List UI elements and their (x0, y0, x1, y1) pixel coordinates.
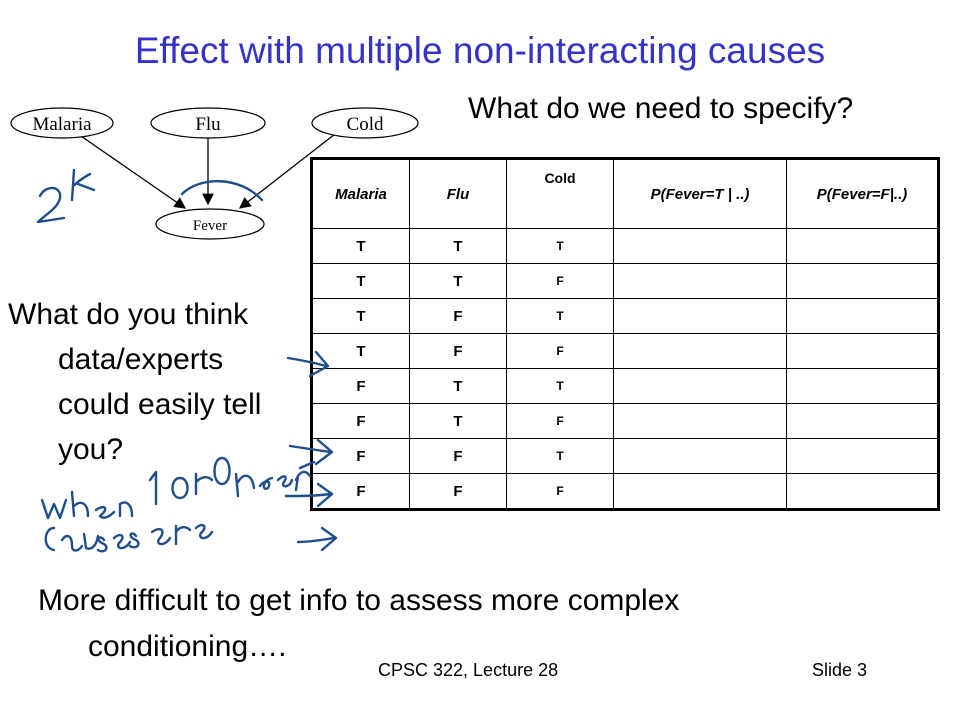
table-cell: F (409, 473, 507, 510)
ink-scribble (150, 523, 214, 546)
table-cell: T (506, 228, 614, 264)
table-row: T F T (311, 298, 939, 334)
table-row: F T F (311, 403, 939, 439)
table-cell (613, 263, 787, 299)
table-cell: T (409, 403, 507, 439)
bottom-text-line: More difficult to get info to assess mor… (38, 584, 680, 617)
footer-course: CPSC 322, Lecture 28 (378, 660, 559, 680)
table-cell (786, 298, 939, 334)
table-row: T T F (311, 263, 939, 299)
table-cell (613, 368, 787, 404)
ink-scribble (40, 490, 134, 520)
table-cell: T (409, 228, 507, 264)
header-cold: Cold (506, 158, 614, 229)
table-cell: T (506, 438, 614, 474)
table-row: F F F (311, 473, 939, 510)
node-cold: Cold (311, 107, 419, 139)
table-cell: T (409, 263, 507, 299)
header-p-fever-false: P(Fever=F|..) (786, 158, 939, 229)
node-flu: Flu (150, 107, 266, 139)
node-label: Malaria (32, 114, 92, 135)
question-line: What do you think (8, 298, 249, 331)
table-cell: T (409, 368, 507, 404)
table-cell (786, 438, 939, 474)
table-cell: F (506, 473, 614, 510)
table-cell (786, 263, 939, 299)
node-malaria: Malaria (10, 107, 114, 139)
table-cell: F (506, 263, 614, 299)
question-line: data/experts (58, 343, 224, 376)
table-cell (613, 438, 787, 474)
header-flu: Flu (409, 158, 507, 229)
table-cell: F (506, 403, 614, 439)
header-malaria: Malaria (311, 158, 410, 229)
table-row: F F T (311, 438, 939, 474)
table-cell (786, 473, 939, 510)
node-label: Fever (193, 218, 227, 234)
table-row: T T T (311, 228, 939, 264)
table-cell: F (409, 298, 507, 334)
footer-slide-number: Slide 3 (812, 660, 868, 680)
cpt-table: Malaria Flu Cold P(Fever=T | ..) P(Fever… (310, 157, 940, 511)
table-row: T F F (311, 333, 939, 369)
slide-title: Effect with multiple non-interacting cau… (134, 30, 826, 71)
node-label: Cold (347, 114, 384, 135)
table-cell: F (311, 473, 410, 510)
table-cell (613, 333, 787, 369)
ink-scribble (44, 526, 140, 553)
table-cell (613, 403, 787, 439)
table-cell (613, 228, 787, 264)
table-cell: F (311, 403, 410, 439)
table-header-row: Malaria Flu Cold P(Fever=T | ..) P(Fever… (311, 158, 939, 229)
table-cell: F (506, 333, 614, 369)
table-cell: F (311, 438, 410, 474)
table-cell (613, 473, 787, 510)
table-cell (786, 368, 939, 404)
table-cell: T (506, 368, 614, 404)
table-cell: T (311, 298, 410, 334)
table-cell (786, 333, 939, 369)
question-line: could easily tell (58, 388, 262, 421)
question-line: you? (58, 433, 124, 466)
table-cell: T (506, 298, 614, 334)
table-cell: F (311, 368, 410, 404)
table-cell: T (311, 228, 410, 264)
network-diagram: Malaria Flu Cold Fever (10, 107, 419, 240)
node-label: Flu (195, 114, 221, 135)
slide-subtitle: What do we need to specify? (468, 92, 854, 125)
table-cell (786, 403, 939, 439)
table-cell (786, 228, 939, 264)
ink-arrow (296, 526, 338, 552)
edge-malaria-fever (77, 133, 187, 209)
table-cell: F (409, 438, 507, 474)
left-question: What do you think data/experts could eas… (8, 292, 318, 472)
table-row: F T T (311, 368, 939, 404)
table-cell: F (409, 333, 507, 369)
header-p-fever-true: P(Fever=T | ..) (613, 158, 787, 229)
table-cell: T (311, 333, 410, 369)
node-fever: Fever (155, 208, 265, 240)
bottom-text: More difficult to get info to assess mor… (38, 578, 918, 670)
table-cell (613, 298, 787, 334)
bottom-text-line: conditioning…. (88, 630, 287, 663)
table-cell: T (311, 263, 410, 299)
